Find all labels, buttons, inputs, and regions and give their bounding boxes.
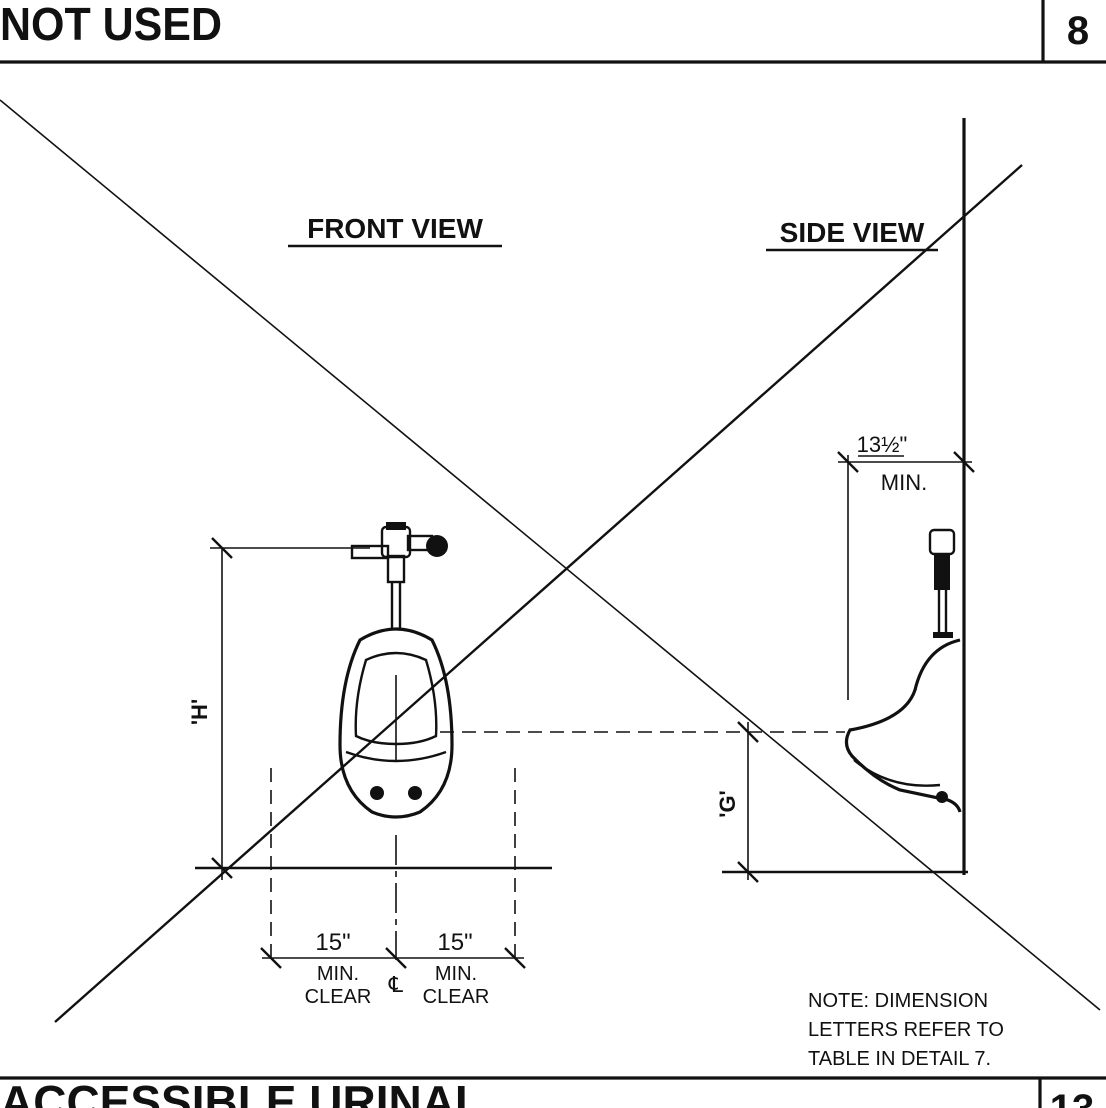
left-clear-value: 15": [315, 929, 350, 956]
void-cross: [0, 99, 1101, 1023]
footer-band: ACCESSIBLE URINAL 13: [0, 1076, 1106, 1108]
right-clear-value: 15": [437, 929, 472, 956]
note-line-1: NOTE: DIMENSION: [808, 990, 988, 1012]
urinal-front-icon: [338, 627, 454, 819]
side-flush-valve-icon: [928, 528, 956, 638]
note-line-3: TABLE IN DETAIL 7.: [808, 1048, 991, 1070]
note-block: NOTE: DIMENSION LETTERS REFER TO TABLE I…: [808, 990, 1004, 1070]
dimension-h-label: 'H': [187, 699, 212, 725]
clear-space-dimension: [260, 947, 526, 969]
right-clear-label-2: CLEAR: [423, 986, 490, 1008]
urinal-side-icon: [844, 638, 962, 813]
note-line-2: LETTERS REFER TO: [808, 1019, 1004, 1041]
side-top-dim-label: MIN.: [881, 470, 927, 495]
dimension-g: 'G': [715, 721, 759, 883]
flush-valve-icon: [350, 522, 448, 628]
footer-detail-number: 13: [1050, 1087, 1095, 1108]
header-title: NOT USED: [0, 0, 222, 50]
front-view: FRONT VIEW 'H': [187, 213, 552, 1008]
right-clear-label-1: MIN.: [435, 963, 477, 985]
side-top-dim-value: 13½": [857, 432, 908, 457]
side-view: SIDE VIEW 13½" MIN.: [715, 118, 975, 883]
side-view-title: SIDE VIEW: [780, 217, 925, 248]
dimension-g-label: 'G': [715, 790, 740, 818]
front-view-title: FRONT VIEW: [307, 213, 483, 244]
left-clear-label-2: CLEAR: [305, 986, 372, 1008]
centerline-symbol: ℄: [388, 972, 404, 997]
footer-title: ACCESSIBLE URINAL: [0, 1076, 483, 1108]
dimension-h: 'H': [187, 537, 370, 880]
left-clear-label-1: MIN.: [317, 963, 359, 985]
dimension-13-5: [837, 451, 975, 700]
header-band: NOT USED 8: [0, 0, 1106, 64]
header-detail-number: 8: [1067, 9, 1089, 53]
